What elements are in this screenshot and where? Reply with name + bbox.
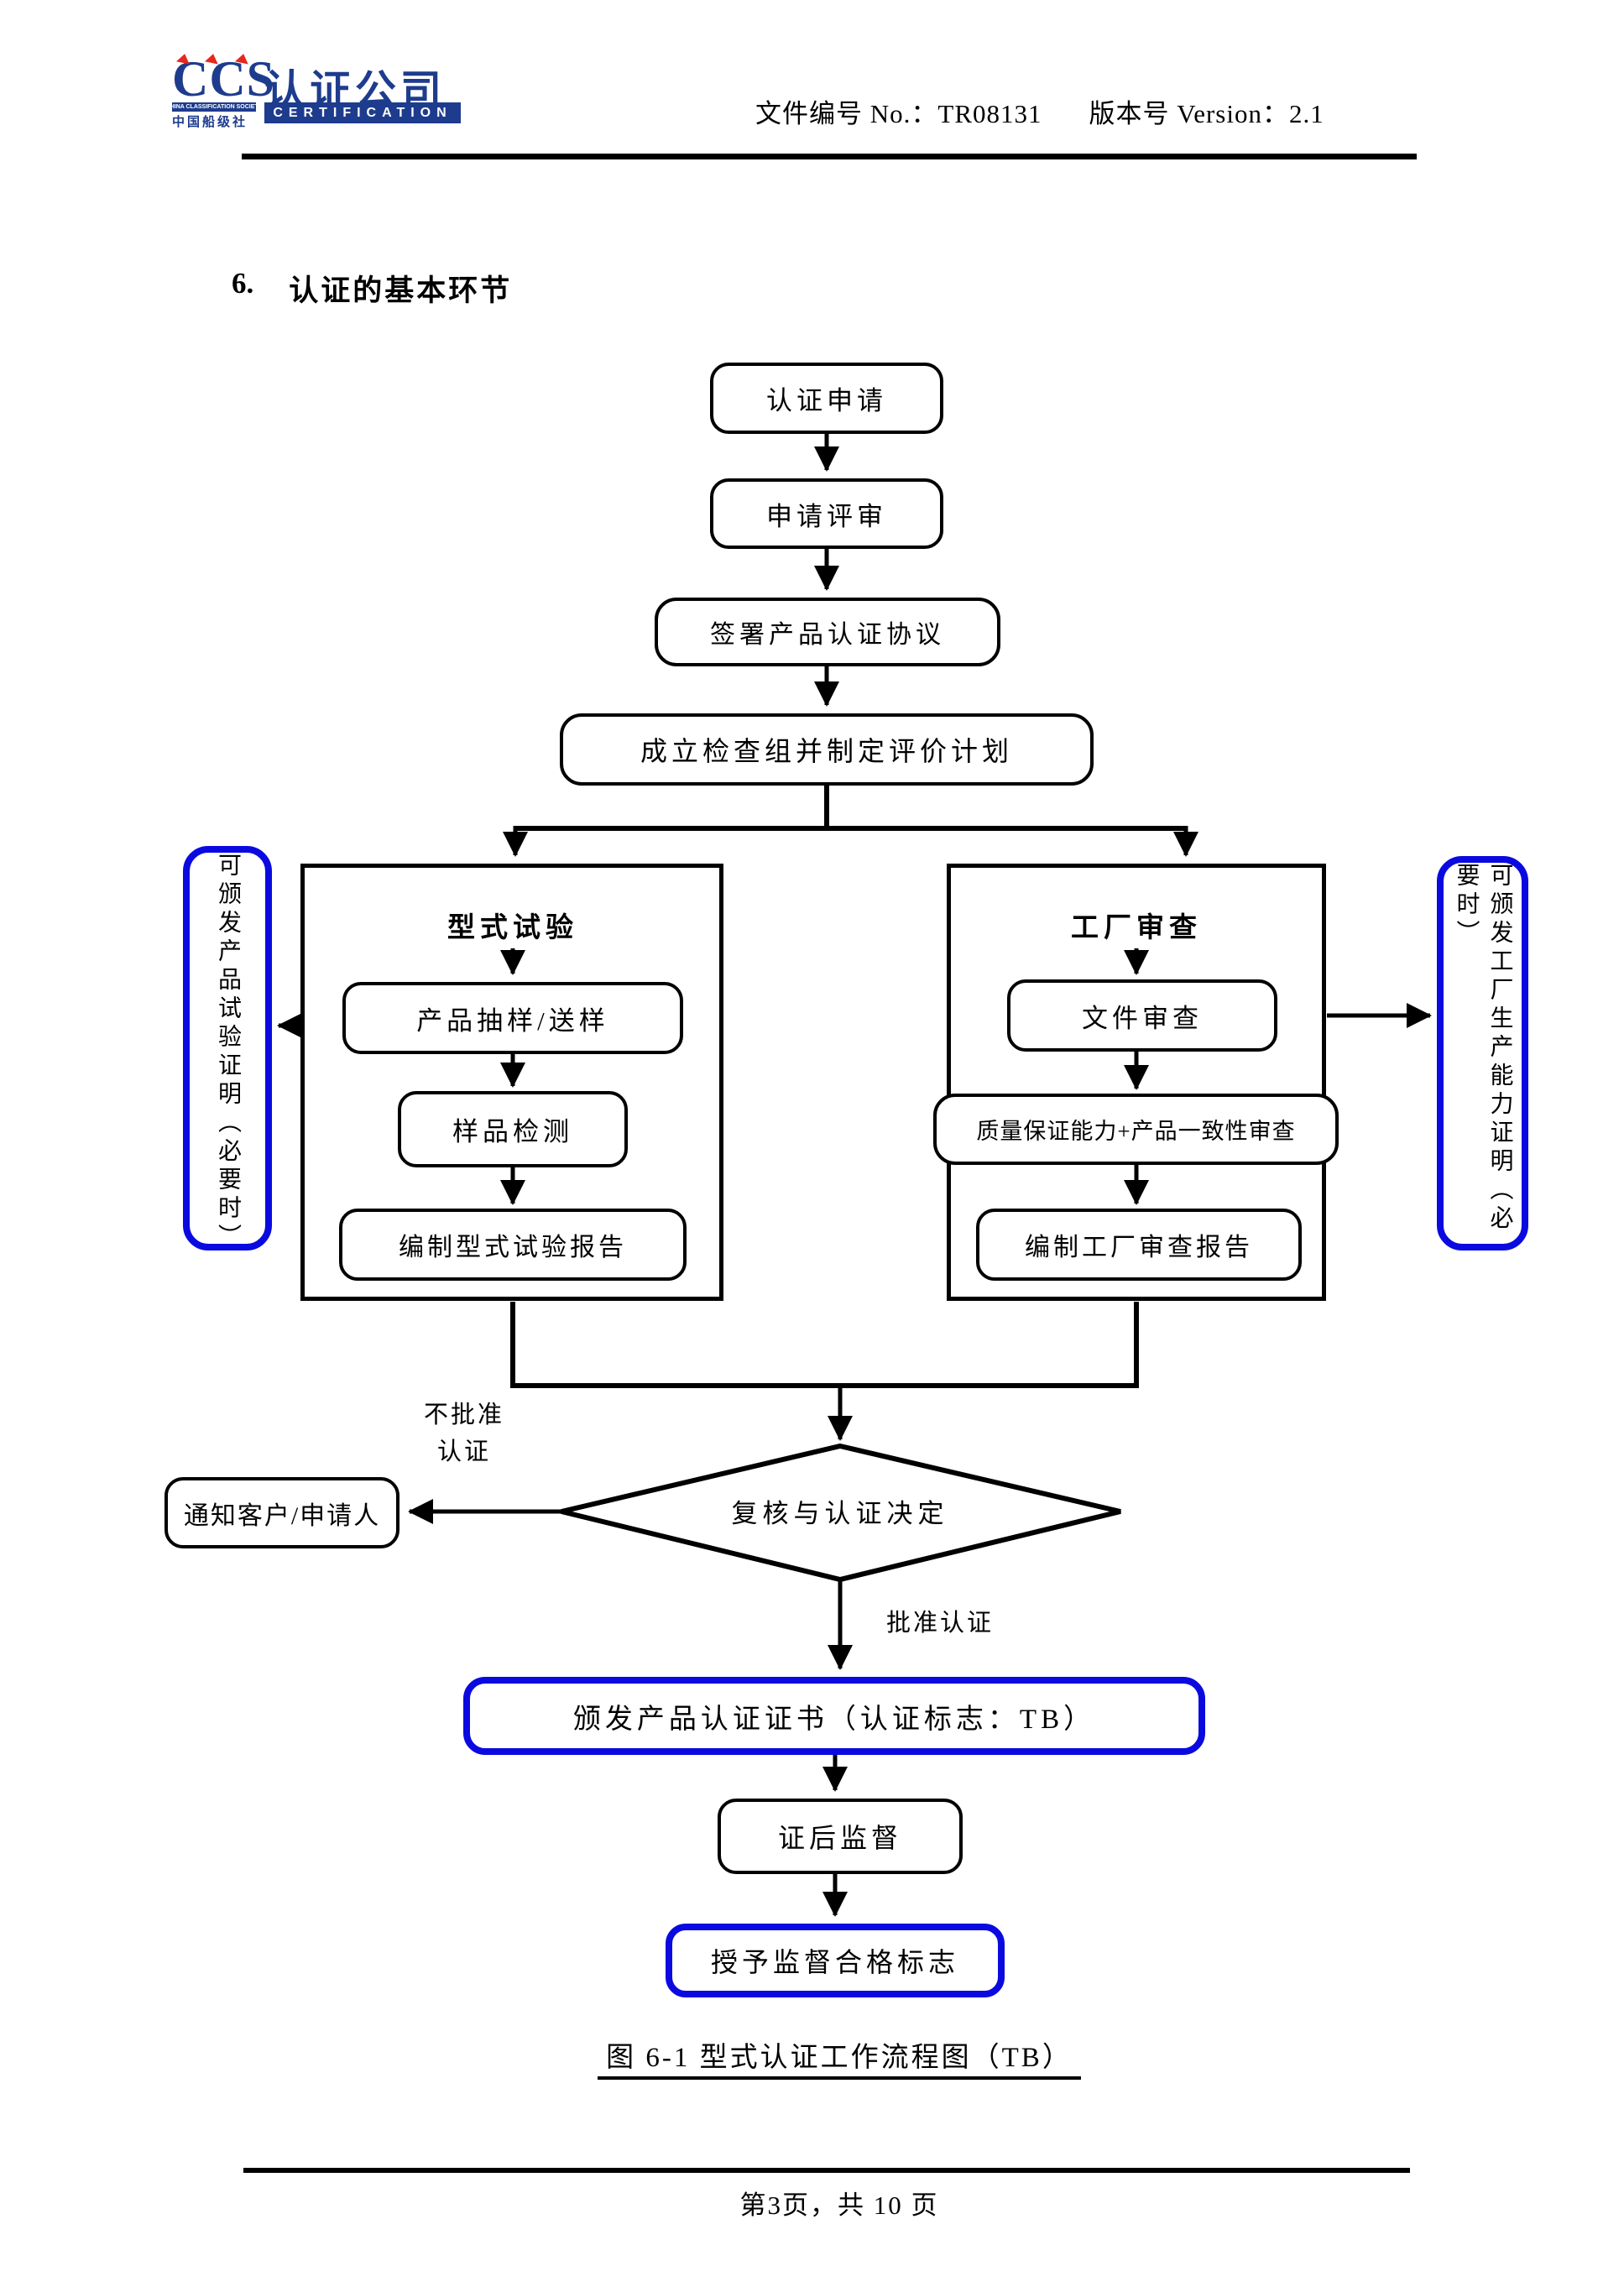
header-rule — [242, 154, 1417, 159]
ccs-logo: CCS CHINA CLASSIFICATION SOCIETY 中国船级社 认… — [165, 52, 474, 136]
flow-node-surveillance: 证后监督 — [718, 1799, 963, 1874]
flow-node-sign: 签署产品认证协议 — [655, 598, 1000, 666]
ccs-logo-text: CCS — [172, 51, 276, 107]
footer-rule — [243, 2168, 1410, 2173]
flow-node-type-report: 编制型式试验报告 — [339, 1209, 687, 1281]
logo-society-cn: 中国船级社 — [172, 116, 248, 129]
reject-label: 不批准 认证 — [401, 1397, 527, 1470]
flow-node-review: 申请评审 — [710, 478, 943, 549]
note-product-test-certificate: 可颁发产品试验证明（必要时） — [183, 846, 272, 1252]
flow-node-sampling: 产品抽样/送样 — [342, 982, 683, 1054]
logo-society-en: CHINA CLASSIFICATION SOCIETY — [165, 102, 263, 112]
factory-audit-group — [947, 864, 1326, 1301]
flow-node-apply: 认证申请 — [710, 363, 943, 434]
header-doc-info: 文件编号 No.：TR08131 版本号 Version：2.1 — [755, 92, 1324, 130]
page-number: 第3页，共 10 页 — [739, 2190, 939, 2220]
flow-node-certificate: 颁发产品认证证书（认证标志：TB） — [463, 1677, 1205, 1755]
doc-version: 版本号 Version：2.1 — [1089, 99, 1324, 128]
doc-number: 文件编号 No.：TR08131 — [755, 99, 1042, 128]
reject-label-line2: 认证 — [436, 1439, 491, 1465]
figure-caption-text: 图 6-1 型式认证工作流程图（TB） — [598, 2043, 1081, 2080]
note-factory-capability-certificate: 可颁发工厂生产能力证明（必要时） — [1437, 856, 1528, 1251]
flow-node-notify: 通知客户/申请人 — [164, 1477, 399, 1548]
logo-certification-bar: CERTIFICATION — [264, 102, 461, 123]
flow-node-mark: 授予监督合格标志 — [666, 1924, 1005, 1997]
section-number: 6. — [232, 267, 254, 300]
figure-caption: 图 6-1 型式认证工作流程图（TB） — [470, 2034, 1209, 2080]
flow-node-factory-report: 编制工厂审查报告 — [976, 1209, 1302, 1281]
section-title-text: 认证的基本环节 — [289, 274, 513, 307]
approve-label: 批准认证 — [886, 1610, 995, 1637]
section-title: 6. 认证的基本环节 — [232, 267, 512, 310]
reject-label-line1: 不批准 — [423, 1402, 504, 1428]
decision-label: 复核与认证决定 — [731, 1499, 949, 1528]
factory-audit-title: 工厂审查 — [1071, 913, 1202, 943]
flow-node-sample-test: 样品检测 — [398, 1091, 628, 1167]
type-test-title: 型式试验 — [447, 913, 578, 943]
flow-node-qa-review: 质量保证能力+产品一致性审查 — [933, 1094, 1339, 1165]
flow-node-team: 成立检查组并制定评价计划 — [560, 713, 1094, 786]
type-test-group — [300, 864, 723, 1301]
flow-node-doc-review: 文件审查 — [1007, 979, 1277, 1052]
